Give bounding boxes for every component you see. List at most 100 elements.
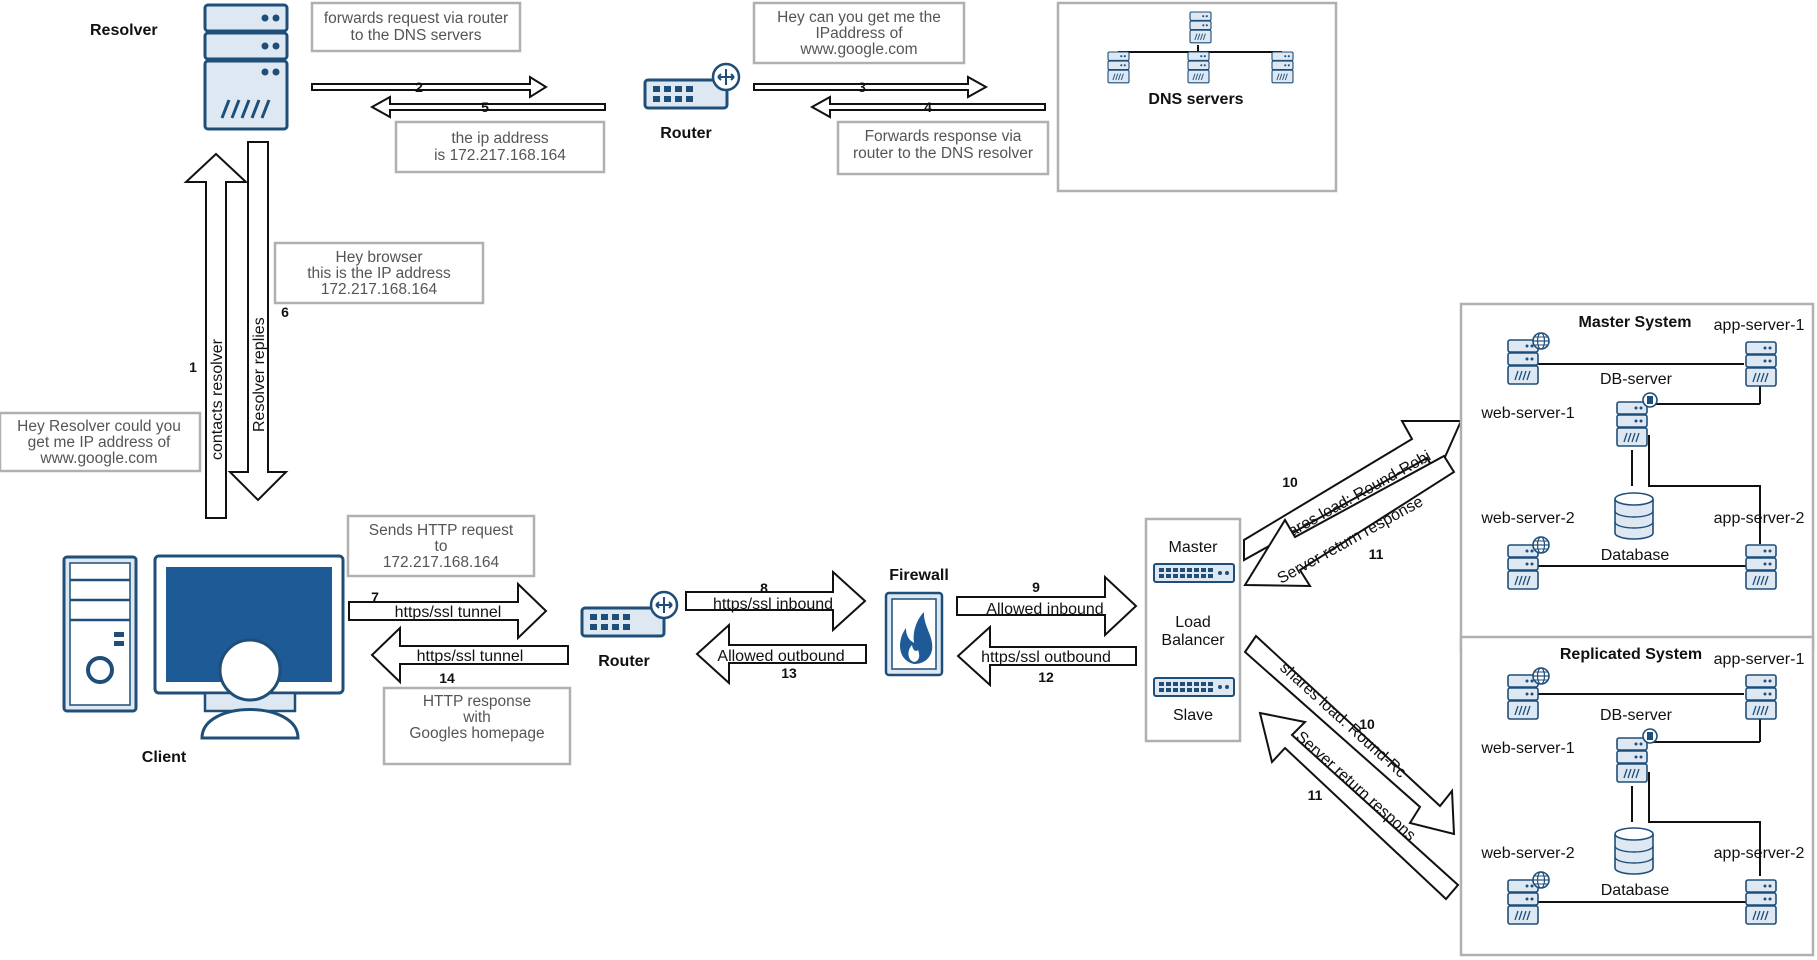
svg-text:www.google.com: www.google.com xyxy=(799,41,917,58)
step-14-label: 14 xyxy=(439,670,455,686)
arrow-step-9 xyxy=(956,574,1138,638)
router-bottom-label: Router xyxy=(598,653,650,670)
note-hey-resolver: Hey Resolver could you get me IP address… xyxy=(0,411,202,473)
arrow-step-8 xyxy=(685,569,867,633)
step-10-master-label: 10 xyxy=(1282,474,1298,490)
note-forwards-response: Forwards response via router to the DNS … xyxy=(836,120,1050,176)
arrow-step-12 xyxy=(956,624,1137,688)
note-http-response: HTTP response with Googles homepage xyxy=(382,686,572,766)
svg-text:Hey can you get me the: Hey can you get me the xyxy=(777,9,941,26)
replicated-app-server-2-label: app-server-2 xyxy=(1714,845,1805,862)
step-3-label: 3 xyxy=(858,79,866,95)
client-tower-icon xyxy=(62,555,138,713)
master-database-label: Database xyxy=(1601,547,1670,564)
replicated-system-box xyxy=(1459,635,1815,957)
router-top-label: Router xyxy=(660,125,712,142)
step-12-label: 12 xyxy=(1038,669,1054,685)
arrow-step-6 xyxy=(227,141,289,502)
arrow-step-10-replicated xyxy=(1243,634,1456,836)
arrow-step-7 xyxy=(348,581,548,641)
outbound-12-label: https/ssl outbound xyxy=(981,649,1111,666)
svg-text:get me IP address of: get me IP address of xyxy=(28,434,171,451)
step-11-replicated-label: 11 xyxy=(1308,787,1323,803)
router-top-icon xyxy=(643,62,741,110)
arrow-step-3 xyxy=(753,75,989,99)
step-5-label: 5 xyxy=(481,99,489,115)
svg-text:the ip address: the ip address xyxy=(451,130,549,147)
arrow-step-11-master xyxy=(1243,454,1456,588)
arrow-step-4 xyxy=(809,95,1046,119)
resolver-replies-label: Resolver replies xyxy=(251,317,268,432)
svg-text:www.google.com: www.google.com xyxy=(39,450,157,467)
arrow-step-13 xyxy=(695,622,867,686)
contacts-resolver-label: contacts resolver xyxy=(209,338,226,460)
dns-servers-label: DNS servers xyxy=(1148,91,1243,108)
step-11-master-label: 11 xyxy=(1369,546,1384,562)
step-13-label: 13 xyxy=(781,665,797,681)
load-balancer-box xyxy=(1144,517,1242,743)
client-monitor-icon xyxy=(153,554,345,713)
step-1-label: 1 xyxy=(189,359,197,375)
svg-text:Sends HTTP request: Sends HTTP request xyxy=(369,522,514,539)
replicated-system-title: Replicated System xyxy=(1560,646,1702,663)
arrow-step-1 xyxy=(183,152,249,519)
step-4-label: 4 xyxy=(924,99,932,115)
arrow-step-11-replicated xyxy=(1258,711,1460,901)
step-10-replicated-label: 10 xyxy=(1359,716,1375,732)
note-sends-http: Sends HTTP request to 172.217.168.164 xyxy=(346,514,536,578)
replicated-app-server-1-label: app-server-1 xyxy=(1714,651,1805,668)
svg-text:to the DNS servers: to the DNS servers xyxy=(351,27,482,44)
svg-text:Forwards response via: Forwards response via xyxy=(865,128,1022,145)
client-label: Client xyxy=(142,749,187,766)
lb-balancer-label: Balancer xyxy=(1161,632,1225,649)
firewall-label: Firewall xyxy=(889,567,949,584)
svg-text:Hey browser: Hey browser xyxy=(336,249,423,266)
svg-text:HTTP response: HTTP response xyxy=(423,693,531,710)
replicated-web-server-1-label: web-server-1 xyxy=(1480,740,1574,757)
master-system-title: Master System xyxy=(1579,314,1692,331)
resolver-server-icon xyxy=(203,3,289,131)
lb-load-label: Load xyxy=(1175,614,1211,631)
resolver-label: Resolver xyxy=(90,22,158,39)
svg-text:with: with xyxy=(462,709,491,726)
arrow-step-14 xyxy=(370,625,569,685)
lb-master-label: Master xyxy=(1169,539,1219,556)
svg-text:router to the DNS resolver: router to the DNS resolver xyxy=(853,145,1033,162)
master-web-server-2-label: web-server-2 xyxy=(1480,510,1574,527)
master-system-box xyxy=(1459,302,1815,652)
router-bottom-icon xyxy=(580,590,679,638)
svg-text:172.217.168.164: 172.217.168.164 xyxy=(321,281,438,298)
firewall-icon xyxy=(884,591,944,677)
svg-text:172.217.168.164: 172.217.168.164 xyxy=(383,554,500,571)
replicated-web-server-2-label: web-server-2 xyxy=(1480,845,1574,862)
tunnel-out-label: https/ssl tunnel xyxy=(395,604,502,621)
inbound-8-label: https/ssl inbound xyxy=(713,596,833,613)
outbound-13-label: Allowed outbound xyxy=(717,648,844,665)
note-ip-address: the ip address is 172.217.168.164 xyxy=(394,120,606,174)
svg-text:forwards request via router: forwards request via router xyxy=(324,10,508,27)
step-9-label: 9 xyxy=(1032,579,1040,595)
step-8-label: 8 xyxy=(760,580,768,596)
replicated-database-label: Database xyxy=(1601,882,1670,899)
master-app-server-2-label: app-server-2 xyxy=(1714,510,1805,527)
step-2-label: 2 xyxy=(415,79,423,95)
step-7-label: 7 xyxy=(371,589,379,605)
replicated-db-server-label: DB-server xyxy=(1600,707,1673,724)
client-user-icon xyxy=(200,638,300,740)
allowed-inbound-label: Allowed inbound xyxy=(986,601,1103,618)
svg-text:to: to xyxy=(435,538,448,555)
note-hey-browser: Hey browser this is the IP address 172.2… xyxy=(273,241,485,305)
svg-text:Hey Resolver could you: Hey Resolver could you xyxy=(17,418,181,435)
note-forwards-request: forwards request via router to the DNS s… xyxy=(310,1,522,53)
lb-slave-label: Slave xyxy=(1173,707,1213,724)
svg-text:Googles homepage: Googles homepage xyxy=(409,725,544,742)
master-web-server-1-label: web-server-1 xyxy=(1480,405,1574,422)
dns-servers-box xyxy=(1056,1,1338,193)
tunnel-in-label: https/ssl tunnel xyxy=(417,648,524,665)
arrow-step-2 xyxy=(311,75,548,99)
svg-text:IPaddress of: IPaddress of xyxy=(815,25,903,42)
svg-text:this is the IP address: this is the IP address xyxy=(307,265,451,282)
master-app-server-1-label: app-server-1 xyxy=(1714,317,1805,334)
svg-text:is 172.217.168.164: is 172.217.168.164 xyxy=(434,147,566,164)
